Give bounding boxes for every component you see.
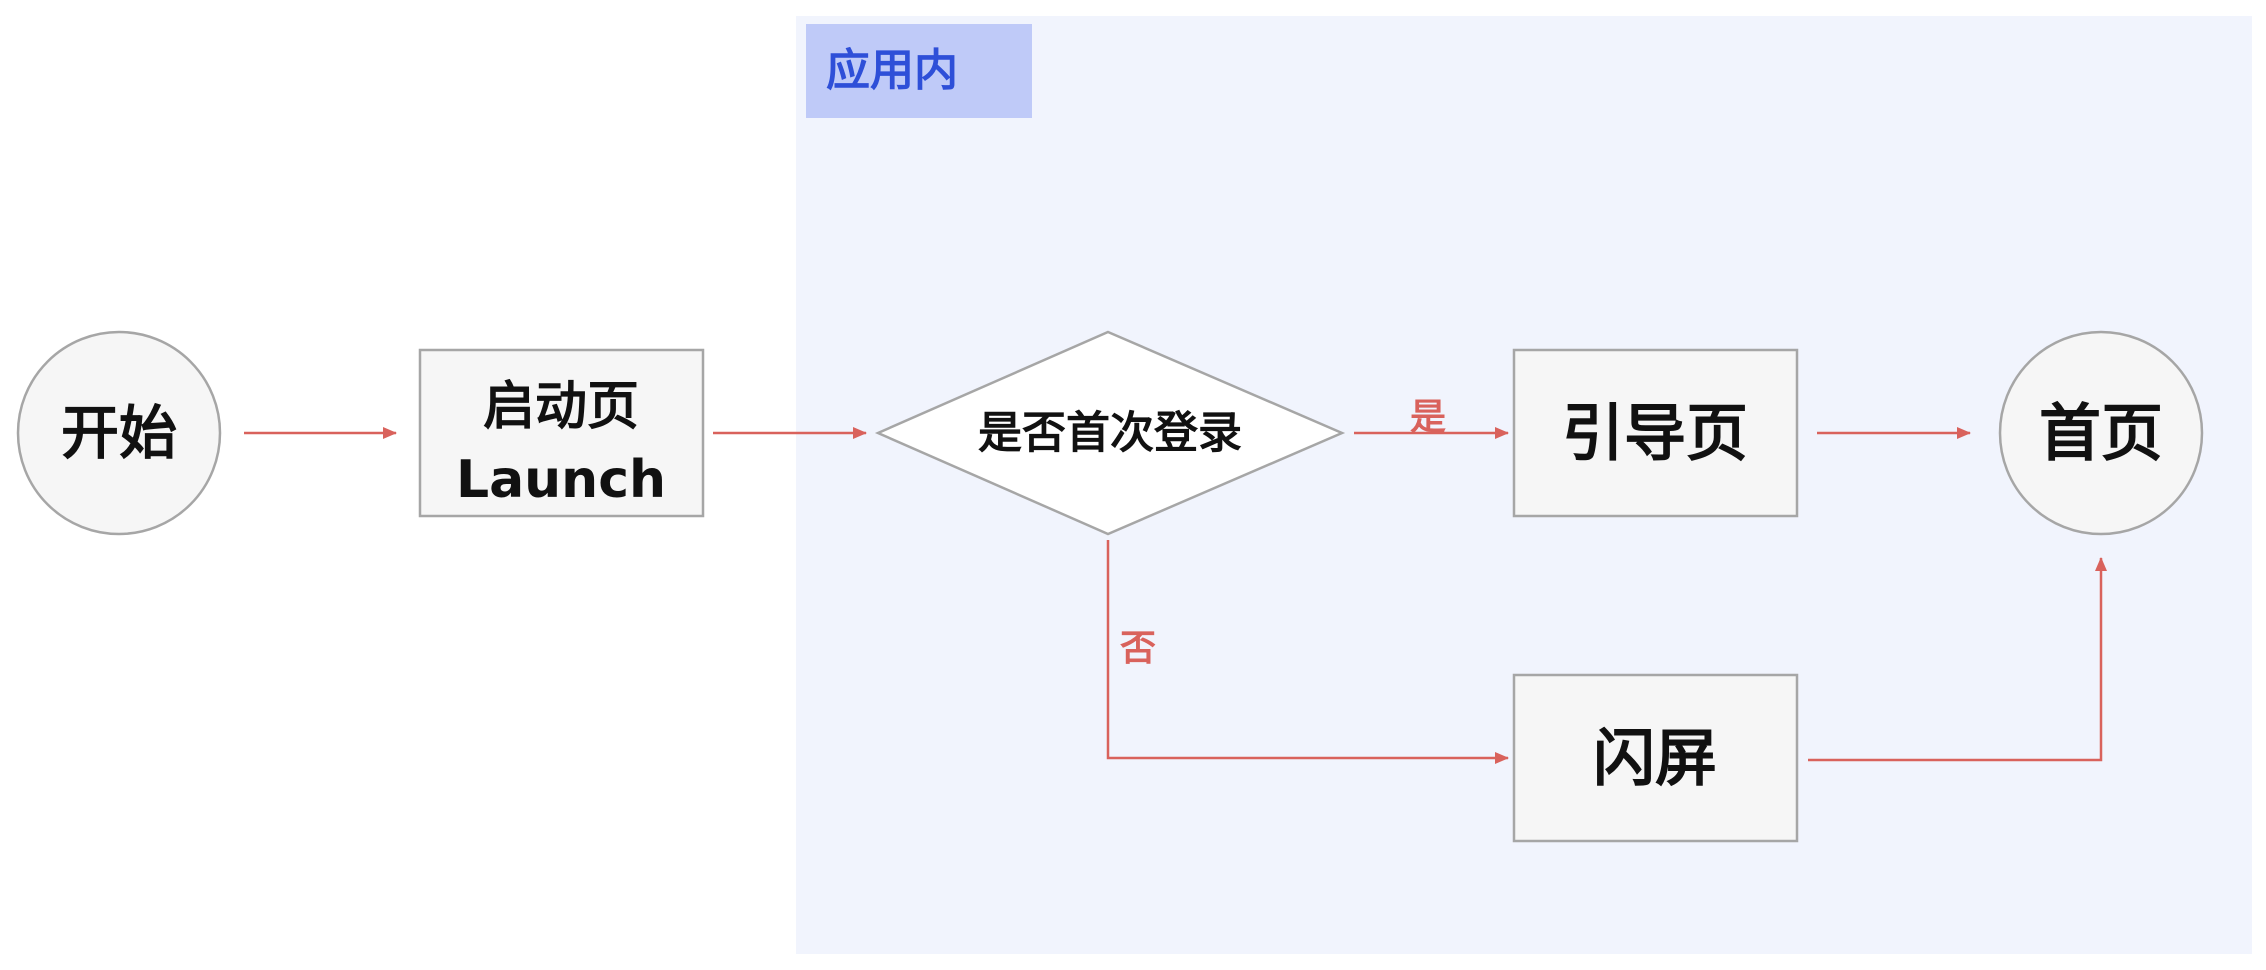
guide-node: 引导页	[1512, 348, 1799, 518]
decision-node-label: 是否首次登录	[978, 408, 1242, 459]
launch-node-label-cn: 启动页	[483, 377, 639, 437]
edge-decision-to-splash	[1106, 540, 1509, 764]
edge-label-no: 否	[1120, 628, 1156, 669]
splash-node-label: 闪屏	[1593, 722, 1717, 795]
start-node: 开始	[16, 330, 222, 536]
splash-node: 闪屏	[1512, 673, 1799, 843]
start-node-label: 开始	[61, 399, 177, 467]
home-node: 首页	[1998, 330, 2204, 536]
in-app-zone-label: 应用内	[806, 24, 1032, 118]
launch-node-label-en: Launch	[456, 450, 666, 510]
launch-node: 启动页 Launch	[418, 348, 705, 518]
decision-node: 是否首次登录	[874, 330, 1346, 536]
edge-splash-to-home	[1808, 557, 2107, 762]
edge-label-yes: 是	[1410, 397, 1446, 438]
guide-node-label: 引导页	[1562, 397, 1748, 470]
home-node-label: 首页	[2039, 397, 2163, 470]
